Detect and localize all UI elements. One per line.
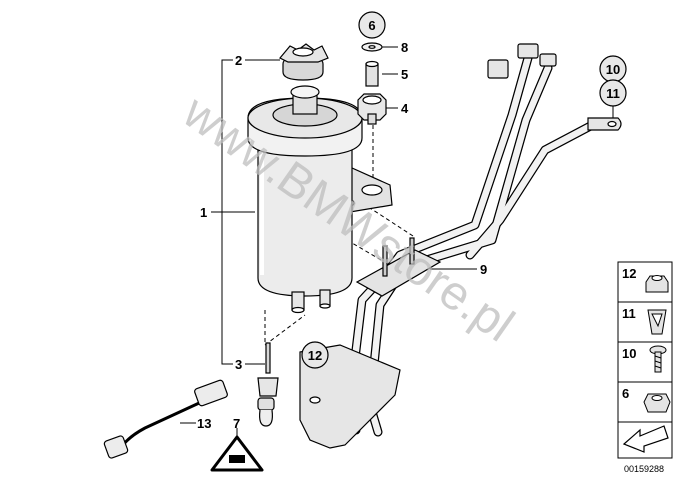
- legend-label-10: 10: [622, 346, 636, 361]
- direction-arrow-icon: [622, 425, 669, 453]
- nut-icon: [645, 275, 669, 293]
- wiring-harness: [103, 379, 228, 459]
- callout-2: 2: [235, 53, 242, 68]
- callout-3: 3: [235, 357, 242, 372]
- lower-mount-plate: [299, 344, 401, 449]
- pipe-fittings: [487, 43, 622, 131]
- sleeve-5: [365, 60, 379, 87]
- reservoir: [247, 85, 393, 314]
- legend-label-11: 11: [622, 306, 636, 321]
- pipe-bracket: [355, 237, 442, 297]
- spring-nut-icon: [647, 309, 667, 335]
- legend-label-12: 12: [622, 266, 636, 281]
- callout-12-circle: [301, 341, 329, 369]
- callouts: 1 2 3 4 5 8 7 9 13: [197, 40, 487, 431]
- callout-11-circle: [599, 79, 627, 107]
- hex-nut-icon: [643, 393, 671, 413]
- callout-9: 9: [480, 262, 487, 277]
- callout-11: 11: [606, 86, 620, 101]
- filler-cap: [279, 43, 329, 81]
- callout-8: 8: [401, 40, 408, 55]
- screw-icon: [649, 345, 667, 373]
- circled-callouts: [301, 11, 627, 369]
- assembly-dashes: [264, 88, 414, 346]
- leader-lines: [180, 46, 614, 436]
- legend-panel: 12 11 10 6 00159288: [617, 261, 673, 474]
- callout-13: 13: [197, 416, 211, 431]
- legend-label-6: 6: [622, 386, 629, 401]
- image-number: 00159288: [624, 464, 664, 474]
- callout-4: 4: [401, 101, 409, 116]
- callout-1: 1: [200, 205, 207, 220]
- callout-10: 10: [606, 62, 620, 77]
- callout-5: 5: [401, 67, 408, 82]
- callout-6-circle: [358, 11, 386, 39]
- callout-6: 6: [368, 18, 375, 33]
- rubber-mount-4: [357, 93, 387, 125]
- warning-label-icon: [210, 435, 264, 472]
- washer-8: [361, 42, 383, 52]
- callout-12: 12: [308, 348, 322, 363]
- level-sensor: [257, 342, 279, 427]
- callout-7: 7: [233, 416, 240, 431]
